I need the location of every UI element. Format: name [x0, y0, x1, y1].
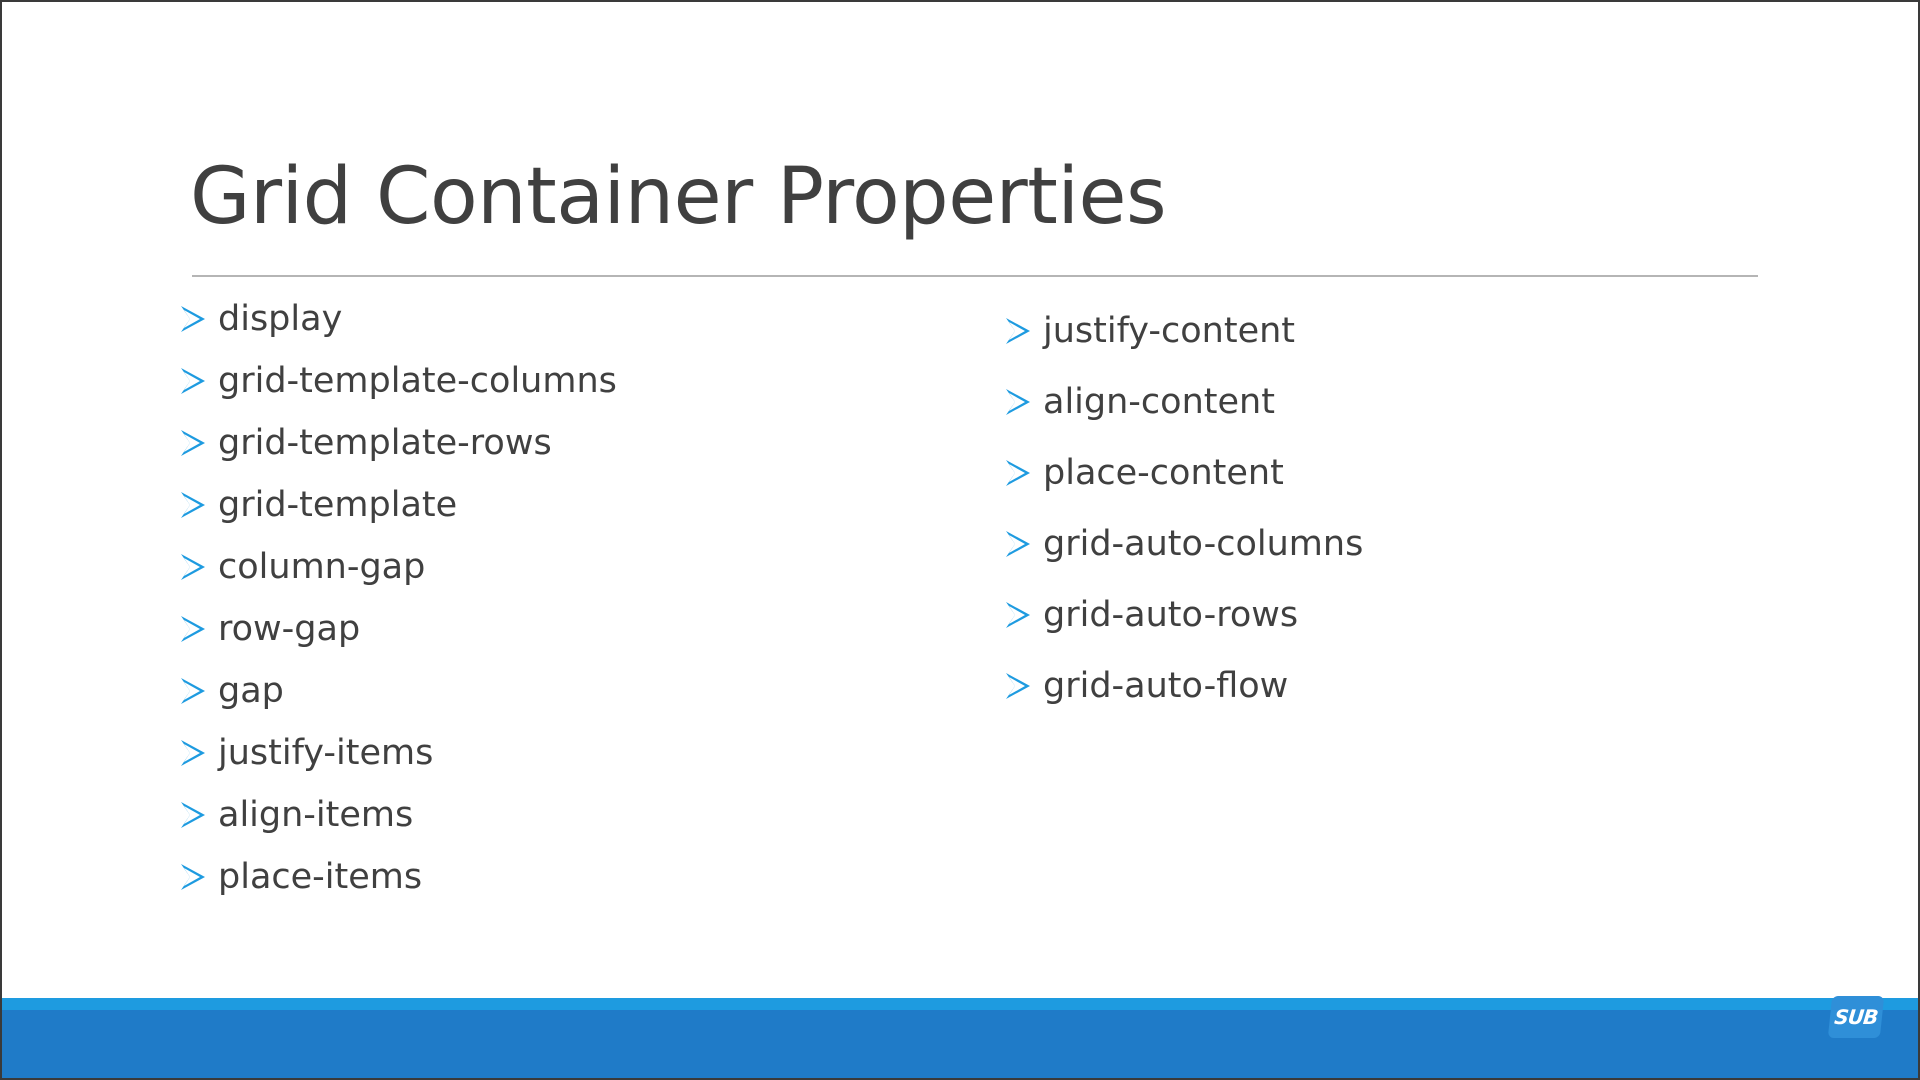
list-item-text: justify-items — [218, 733, 434, 773]
footer-bar — [2, 1010, 1918, 1078]
list-item: grid-template-rows — [178, 412, 617, 474]
arrow-bullet-icon — [178, 674, 208, 708]
list-item-text: row-gap — [218, 609, 361, 649]
list-item: display — [178, 288, 617, 350]
list-item-text: grid-auto-flow — [1043, 665, 1289, 706]
arrow-bullet-icon — [178, 798, 208, 832]
list-item-text: justify-content — [1043, 310, 1296, 351]
list-item-text: align-content — [1043, 381, 1275, 422]
list-item: justify-content — [1003, 295, 1363, 366]
arrow-bullet-icon — [178, 426, 208, 460]
arrow-bullet-icon — [178, 550, 208, 584]
list-item-text: display — [218, 299, 343, 339]
arrow-bullet-icon — [1003, 669, 1033, 703]
list-item: grid-template — [178, 474, 617, 536]
arrow-bullet-icon — [1003, 314, 1033, 348]
list-item: align-content — [1003, 366, 1363, 437]
slide-title: Grid Container Properties — [190, 152, 1167, 242]
arrow-bullet-icon — [1003, 456, 1033, 490]
list-item: place-content — [1003, 437, 1363, 508]
list-item-text: grid-auto-columns — [1043, 523, 1364, 564]
list-item-text: grid-template — [218, 485, 458, 525]
list-item: align-items — [178, 784, 617, 846]
list-item-text: grid-template-columns — [218, 361, 617, 401]
list-item: gap — [178, 660, 617, 722]
list-item: grid-auto-rows — [1003, 579, 1363, 650]
list-item-text: place-items — [218, 857, 423, 897]
list-item-text: gap — [218, 671, 284, 711]
arrow-bullet-icon — [178, 860, 208, 894]
list-item-text: grid-template-rows — [218, 423, 552, 463]
title-divider — [192, 275, 1758, 277]
list-item-text: column-gap — [218, 547, 426, 587]
arrow-bullet-icon — [178, 364, 208, 398]
list-item: justify-items — [178, 722, 617, 784]
right-bullet-list: justify-content align-content place-cont… — [1003, 295, 1363, 721]
list-item: row-gap — [178, 598, 617, 660]
arrow-bullet-icon — [178, 736, 208, 770]
left-bullet-list: display grid-template-columns grid-templ… — [178, 288, 617, 908]
list-item: grid-auto-flow — [1003, 650, 1363, 721]
footer-accent-bar — [2, 998, 1918, 1010]
list-item: grid-auto-columns — [1003, 508, 1363, 579]
arrow-bullet-icon — [1003, 598, 1033, 632]
list-item: grid-template-columns — [178, 350, 617, 412]
list-item-text: grid-auto-rows — [1043, 594, 1299, 635]
sub-logo[interactable]: SUB — [1827, 996, 1885, 1038]
list-item: place-items — [178, 846, 617, 908]
list-item: column-gap — [178, 536, 617, 598]
arrow-bullet-icon — [178, 612, 208, 646]
arrow-bullet-icon — [178, 488, 208, 522]
list-item-text: place-content — [1043, 452, 1284, 493]
arrow-bullet-icon — [1003, 527, 1033, 561]
arrow-bullet-icon — [178, 302, 208, 336]
arrow-bullet-icon — [1003, 385, 1033, 419]
list-item-text: align-items — [218, 795, 414, 835]
